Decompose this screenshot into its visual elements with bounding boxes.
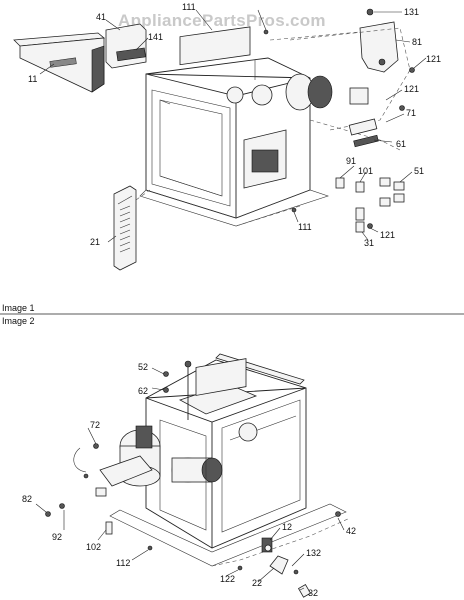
latch-part[interactable] [348, 118, 379, 148]
callout-112[interactable]: 112 [116, 558, 130, 568]
callout-71[interactable]: 71 [406, 108, 416, 118]
callout-61[interactable]: 61 [396, 139, 406, 149]
wiring-part[interactable] [59, 447, 113, 535]
callout-21[interactable]: 21 [90, 237, 100, 247]
callout-121-lower[interactable]: 121 [380, 230, 395, 240]
callout-111-bottom[interactable]: 111 [298, 222, 312, 232]
callout-11[interactable]: 11 [28, 74, 37, 84]
image2-diagram: 52 62 72 82 92 102 112 12 42 132 122 22 … [22, 353, 356, 598]
callout-31[interactable]: 31 [364, 238, 374, 248]
callout-12[interactable]: 12 [282, 522, 292, 532]
image-divider: Image 1 Image 2 [0, 303, 464, 326]
callout-52[interactable]: 52 [138, 362, 148, 372]
hinge-part[interactable] [261, 537, 312, 598]
callout-122[interactable]: 122 [220, 574, 235, 584]
image2-label: Image 2 [2, 316, 35, 326]
callout-62[interactable]: 62 [138, 386, 148, 396]
callout-121-middle[interactable]: 121 [404, 84, 419, 94]
callout-131[interactable]: 131 [404, 7, 419, 17]
callout-101[interactable]: 101 [358, 166, 373, 176]
image1-leader-lines [39, 9, 427, 243]
switch-part[interactable] [379, 177, 405, 207]
callout-141[interactable]: 141 [148, 32, 163, 42]
callout-121-upper[interactable]: 121 [426, 54, 441, 64]
keypad-bracket-part[interactable] [105, 23, 147, 69]
transformer-rear-part[interactable] [99, 425, 161, 487]
control-panel-part[interactable] [13, 32, 105, 93]
callout-91[interactable]: 91 [346, 156, 356, 166]
transformer-part[interactable] [285, 73, 369, 111]
vent-cover-part[interactable] [359, 21, 399, 73]
image1-diagram: 11 41 141 111 131 81 121 121 71 61 91 10… [13, 2, 441, 271]
image1-label: Image 1 [2, 303, 35, 313]
callout-42[interactable]: 42 [346, 526, 356, 536]
callout-92[interactable]: 92 [52, 532, 62, 542]
watermark-text: AppliancePartsPros.com [118, 11, 326, 30]
screw-icons-image2 [45, 371, 341, 575]
callout-111-top[interactable]: 111 [182, 2, 196, 12]
cabinet-assembly [139, 26, 329, 227]
callout-82[interactable]: 82 [22, 494, 32, 504]
image2-leader-lines [35, 367, 345, 591]
callout-32[interactable]: 32 [308, 588, 318, 598]
callout-72[interactable]: 72 [90, 420, 100, 430]
callout-81[interactable]: 81 [412, 37, 422, 47]
cabinet-rear-assembly [109, 353, 351, 567]
callout-41[interactable]: 41 [96, 12, 106, 22]
door-handle-part[interactable] [113, 185, 151, 271]
callout-132[interactable]: 132 [306, 548, 321, 558]
callout-51[interactable]: 51 [414, 166, 424, 176]
interlock-switch-part[interactable] [335, 177, 365, 233]
callout-22[interactable]: 22 [252, 578, 262, 588]
callout-102[interactable]: 102 [86, 542, 101, 552]
